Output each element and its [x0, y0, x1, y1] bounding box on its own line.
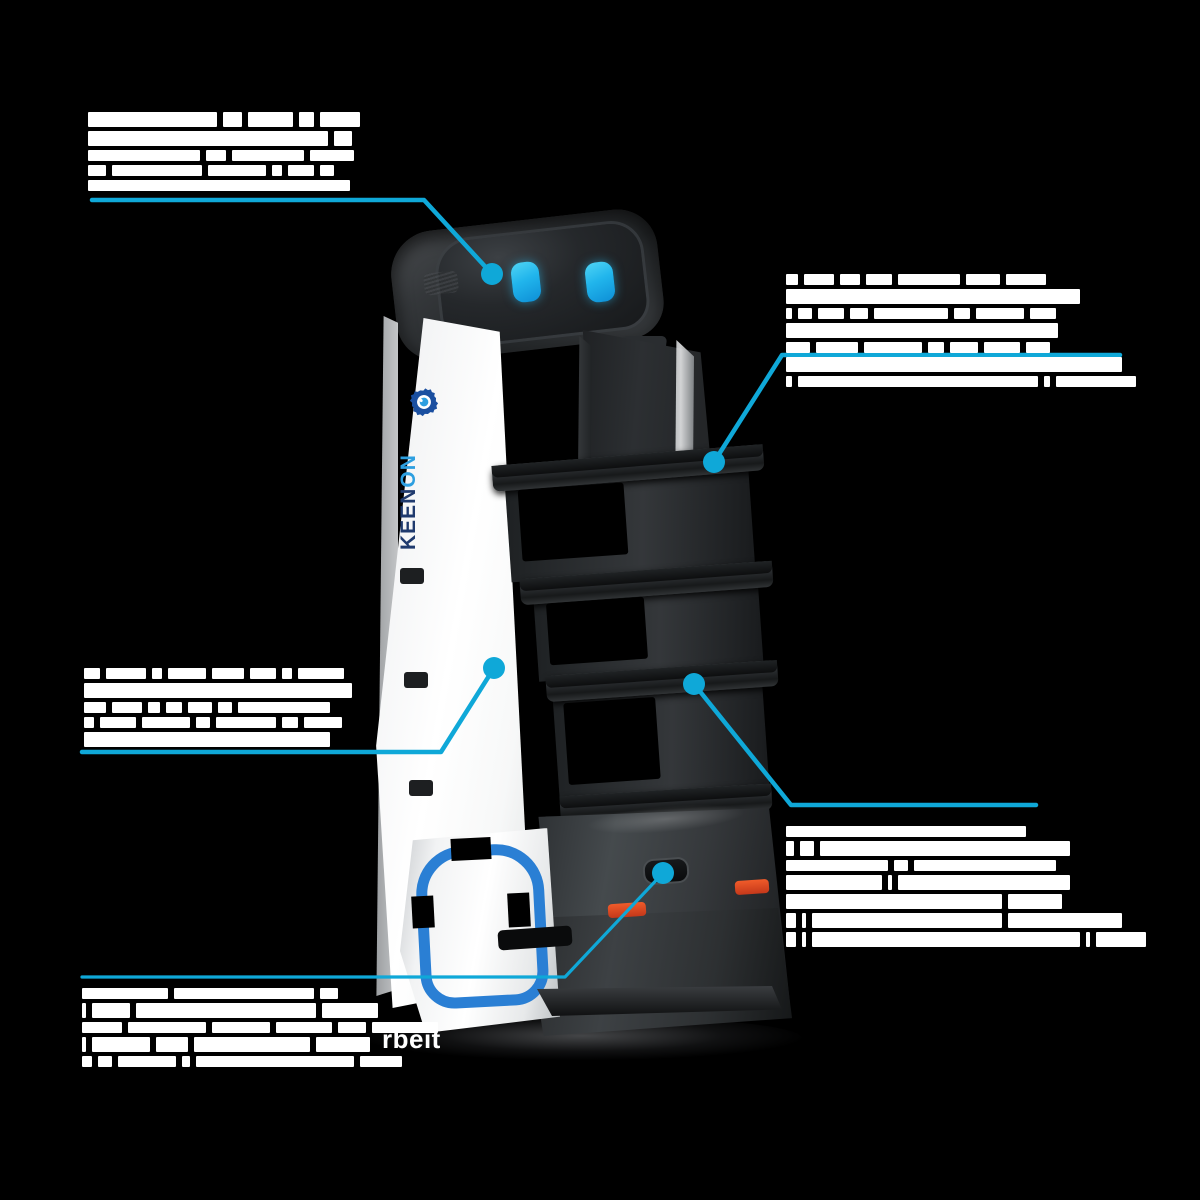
redacted-text-line	[82, 1003, 552, 1018]
redacted-text-line	[84, 683, 352, 698]
redacted-text-line	[786, 274, 1136, 285]
keenon-gear-logo-icon	[409, 388, 439, 417]
callout-base-bumper: rbeit	[82, 988, 552, 1071]
redacted-text-line	[786, 860, 1152, 871]
tray-cutout	[545, 596, 649, 666]
arc-gap-right	[507, 892, 531, 928]
redacted-text-line	[88, 150, 360, 161]
redacted-text-line	[786, 913, 1152, 928]
callout-body-panel	[84, 668, 352, 751]
reflector-strip-right	[734, 878, 770, 896]
redacted-text-line	[786, 308, 1136, 319]
robot-eye-right	[583, 260, 617, 304]
redacted-text-line	[82, 1037, 552, 1052]
redacted-text-line	[786, 323, 1058, 338]
brand-part-2: ON	[397, 454, 420, 488]
redacted-text-line	[786, 875, 1152, 890]
tray-cutout	[563, 696, 661, 786]
redacted-text-line	[84, 702, 344, 713]
redacted-text-line	[786, 357, 1122, 372]
redacted-text-line	[82, 1056, 552, 1067]
callout-top-tray	[786, 274, 1136, 391]
speaker-grille-icon	[422, 270, 460, 296]
arc-gap-top	[450, 836, 492, 862]
redacted-text-line	[84, 668, 344, 679]
redacted-text-line	[786, 826, 1026, 837]
partial-visible-text: rbeit	[382, 1024, 441, 1054]
tray-latch	[409, 780, 433, 796]
robot-eye-left	[509, 260, 543, 304]
redacted-text-line	[88, 165, 360, 176]
brand-part-1: KEEN	[397, 487, 420, 550]
keenon-wordmark: KEENON	[397, 420, 438, 550]
redacted-text-line	[84, 717, 344, 728]
arc-gap-left	[411, 895, 435, 929]
redacted-text-line	[786, 289, 1080, 304]
reflector-strip-left	[607, 901, 647, 919]
callout-head-display	[88, 112, 360, 195]
redacted-text-line	[88, 180, 350, 191]
redacted-text-line	[786, 376, 1136, 387]
redacted-text-line	[84, 732, 330, 747]
redacted-text-line	[786, 932, 1152, 947]
tray-cutout	[517, 482, 629, 562]
callout-tray-stack	[786, 826, 1152, 951]
redacted-text-line	[786, 342, 1136, 353]
redacted-text-line	[82, 988, 552, 999]
redacted-text-line	[88, 131, 360, 146]
redacted-text-line	[82, 1022, 552, 1033]
redacted-text-line	[786, 841, 1152, 856]
tray-latch	[404, 672, 428, 688]
redacted-text-line	[88, 112, 360, 127]
redacted-text-line	[786, 894, 1152, 909]
tray-latch	[400, 568, 424, 584]
base-sensor-module	[644, 858, 688, 884]
